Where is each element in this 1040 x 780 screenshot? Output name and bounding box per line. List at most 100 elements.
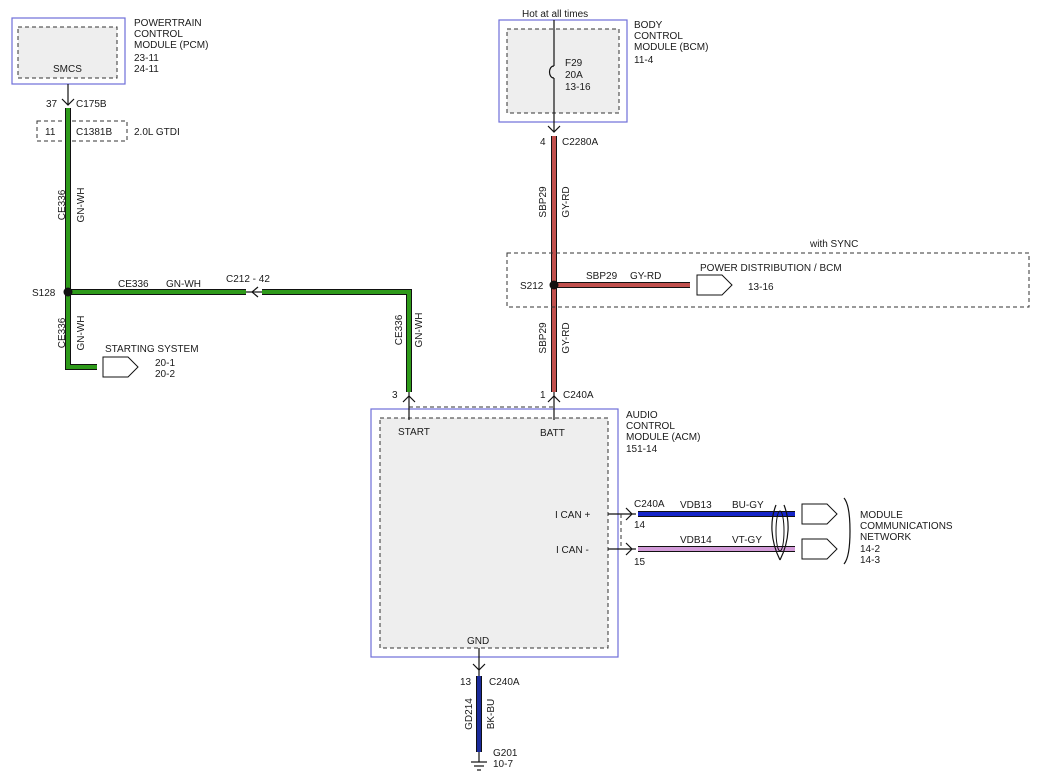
power-distribution-label: POWER DISTRIBUTION / BCM	[700, 263, 842, 274]
pcm-title-3: MODULE (PCM)	[134, 40, 208, 51]
ce336-color-2: GN-WH	[76, 316, 87, 351]
can-plus-pin: 14	[634, 520, 646, 531]
vdb13-color: BU-GY	[732, 500, 764, 511]
c212-label: C212 - 42	[226, 274, 270, 285]
f29-rating: 20A	[565, 70, 583, 81]
start-pin-number: 3	[392, 390, 398, 401]
c175b-label: C175B	[76, 99, 107, 110]
starting-system-ref-2: 20-2	[155, 369, 175, 380]
acm-batt-label: BATT	[540, 428, 565, 439]
ce336-color-1: GN-WH	[76, 188, 87, 223]
ce336-wire	[65, 108, 412, 392]
sbp29-wire	[551, 136, 690, 392]
batt-pin-number: 1	[540, 390, 546, 401]
pcm-pin-label: SMCS	[53, 64, 82, 75]
bcm-ref: 11-4	[634, 55, 654, 66]
s212-splice-dot	[549, 280, 559, 290]
sync-option-box	[506, 252, 1030, 308]
acm-start-label: START	[398, 427, 430, 438]
acm-title-2: CONTROL	[626, 421, 675, 432]
acm-title-1: AUDIO	[626, 410, 658, 421]
f29-fuse-icon	[548, 65, 555, 79]
hot-label: Hot at all times	[522, 9, 588, 20]
bcm-title-2: CONTROL	[634, 31, 683, 42]
ce336-color-h: GN-WH	[166, 279, 201, 290]
acm-title-3: MODULE (ACM)	[626, 432, 700, 443]
pcm-ref-1: 23-11	[134, 53, 159, 64]
mcn-title-2: COMMUNICATIONS	[860, 521, 953, 532]
sbp29-color-h: GY-RD	[630, 271, 661, 282]
sbp29-circuit-1: SBP29	[538, 186, 549, 218]
sync-label: with SYNC	[809, 239, 858, 250]
c2280a-pin: 4	[540, 137, 546, 148]
sbp29-circuit-h: SBP29	[586, 271, 618, 282]
starting-system-arrow-icon	[102, 356, 139, 378]
pcm-title-1: POWERTRAIN	[134, 18, 202, 29]
ce336-circuit-2: CE336	[57, 317, 68, 348]
mcn-arrow-1-icon	[801, 503, 838, 525]
ce336-circuit-1: CE336	[57, 189, 68, 220]
f29-label: F29	[565, 58, 583, 69]
g201-ref: 10-7	[493, 759, 513, 770]
mcn-ref-1: 14-2	[860, 544, 880, 555]
can-minus-pin: 15	[634, 557, 646, 568]
power-distribution-arrow-icon	[696, 274, 733, 296]
sbp29-color-1: GY-RD	[561, 186, 572, 217]
c175b-connector-icon	[61, 98, 75, 106]
mcn-title-1: MODULE	[860, 510, 903, 521]
mcn-bracket	[843, 497, 851, 565]
s212-label: S212	[520, 281, 544, 292]
gnd-pin: 13	[460, 677, 472, 688]
sbp29-circuit-2: SBP29	[538, 322, 549, 354]
ican-plus-label: I CAN +	[555, 510, 590, 521]
vdb13-circuit: VDB13	[680, 500, 712, 511]
c2280a-connector-icon	[547, 125, 561, 133]
s128-label: S128	[32, 288, 56, 299]
mcn-arrow-2-icon	[801, 538, 838, 560]
pcm-module	[11, 17, 126, 85]
can-connector-label: C240A	[634, 499, 665, 510]
ce336-color-3: GN-WH	[414, 313, 425, 348]
gd214-color: BK-BU	[486, 699, 497, 730]
gtdi-connector-box	[36, 120, 128, 142]
mcn-title-3: NETWORK	[860, 532, 911, 543]
batt-pin-connector-icon	[547, 395, 561, 403]
starting-system-label: STARTING SYSTEM	[105, 344, 199, 355]
g201-label: G201	[493, 748, 518, 759]
acm-ref: 151-14	[626, 444, 658, 455]
pcm-pin: 37	[46, 99, 58, 110]
bcm-title-1: BODY	[634, 20, 663, 31]
ground-icon	[471, 752, 487, 771]
gnd-connector-label: C240A	[489, 677, 520, 688]
ce336-circuit-3: CE336	[394, 314, 405, 345]
s128-splice-dot	[63, 287, 73, 297]
gtdi-label: 2.0L GTDI	[134, 127, 180, 138]
starting-system-ref-1: 20-1	[155, 358, 175, 369]
pcm-title-2: CONTROL	[134, 29, 183, 40]
gtdi-pin: 11	[45, 127, 56, 138]
pcm-ref-2: 24-11	[134, 64, 159, 75]
vdb14-color: VT-GY	[732, 535, 762, 546]
twisted-pair-icon	[771, 504, 789, 561]
gd214-circuit: GD214	[464, 698, 475, 730]
vdb14-circuit: VDB14	[680, 535, 712, 546]
start-pin-connector-icon	[402, 395, 416, 403]
mcn-ref-2: 14-3	[860, 555, 880, 566]
ican-minus-connector-icon	[625, 542, 633, 556]
gnd-connector-icon	[472, 663, 486, 671]
sbp29-color-2: GY-RD	[561, 322, 572, 353]
bcm-title-3: MODULE (BCM)	[634, 42, 708, 53]
power-distribution-ref: 13-16	[748, 282, 774, 293]
ce336-circuit-h: CE336	[118, 279, 149, 290]
ican-minus-label: I CAN -	[556, 545, 589, 556]
f29-ref: 13-16	[565, 82, 591, 93]
acm-gnd-label: GND	[467, 636, 489, 647]
acm-module	[370, 408, 619, 658]
batt-connector-label: C240A	[563, 390, 594, 401]
c212-connector-icon	[251, 286, 259, 298]
c1381b-label: C1381B	[76, 127, 112, 138]
c2280a-label: C2280A	[562, 137, 598, 148]
bcm-module	[498, 19, 628, 123]
ican-plus-connector-icon	[625, 507, 633, 521]
